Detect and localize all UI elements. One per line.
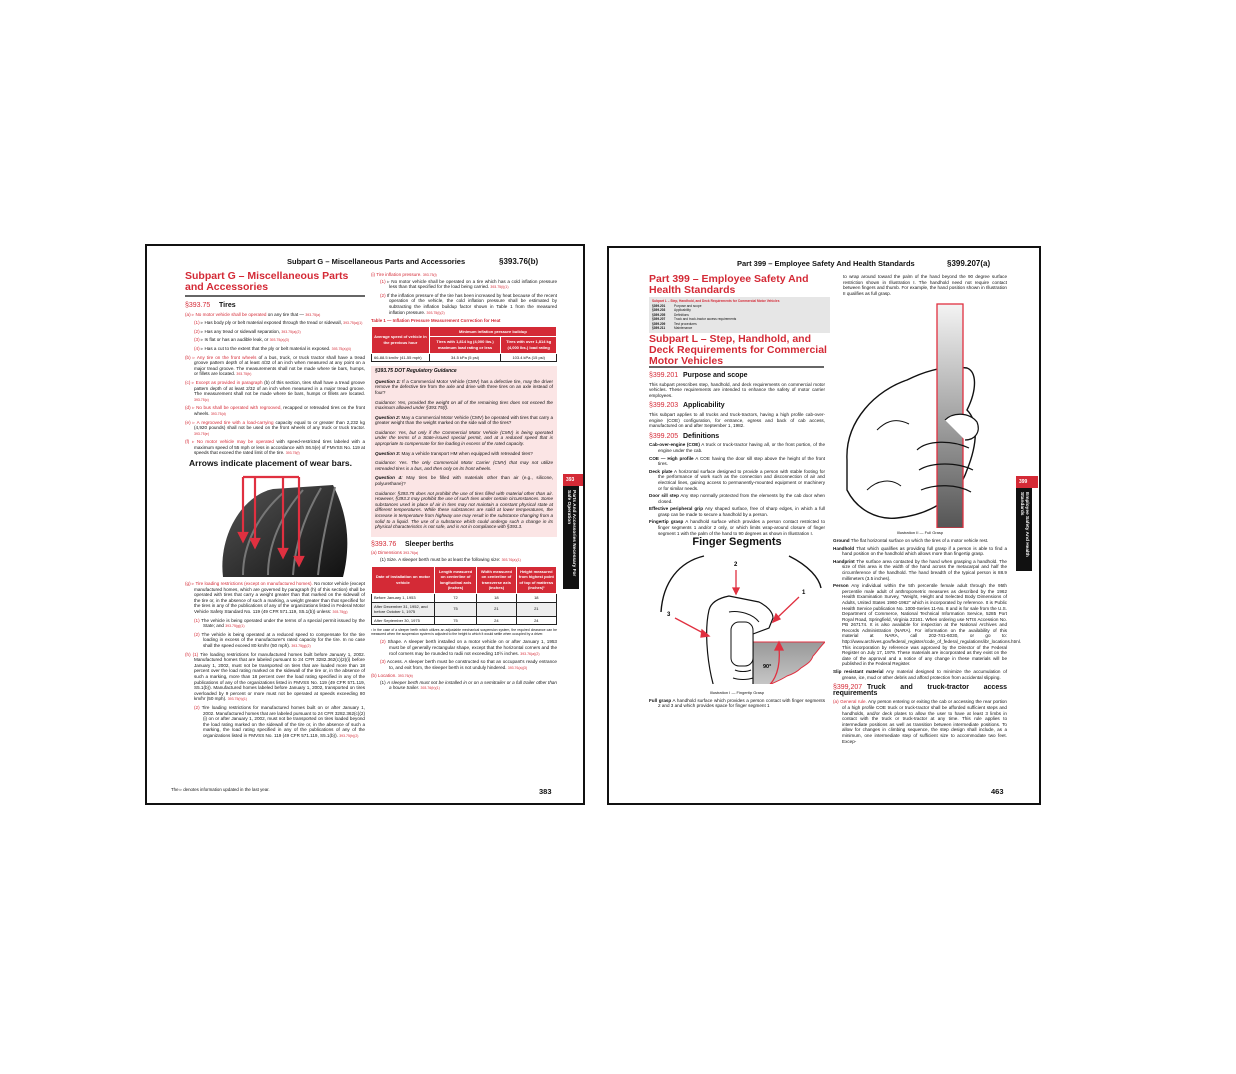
inflation-items: (1) ▹ No motor vehicle shall be operated… — [371, 279, 557, 317]
sleeper-footnote: ¹ In the case of a sleeper berth which u… — [371, 628, 557, 637]
subpart-toc: Subpart L – Step, Handhold, and Deck Req… — [649, 297, 830, 333]
page-number: 383 — [539, 787, 552, 796]
chapter-tab-399[interactable]: 399 Employee Safety And Health Standards — [1016, 476, 1038, 571]
paragraph: (d) ▹ No bus shall be operated with regr… — [185, 405, 366, 416]
title-rule — [185, 295, 365, 297]
right-column: (i) Tire inflation pressure. 393.75(i) (… — [371, 272, 558, 691]
paragraph: (2) Tire loading restrictions for manufa… — [194, 704, 365, 738]
definition: Effective peripheral grip Any shaped sur… — [649, 506, 826, 517]
definition: Person Any individual within the 5th per… — [833, 583, 1021, 667]
paragraph: (2) Shape. A sleeper berth installed on … — [380, 639, 557, 656]
page-title: Subpart G – Miscellaneous Parts and Acce… — [185, 270, 349, 293]
definition: Ground The flat horizontal surface on wh… — [833, 537, 989, 543]
running-head: Subpart G – Miscellaneous Parts and Acce… — [287, 257, 466, 266]
svg-text:3: 3 — [667, 612, 671, 618]
guidance-question: Question 2: May a Commercial Motor Vehic… — [375, 414, 553, 426]
paragraph: (1) ▹ No motor vehicle shall be operated… — [380, 278, 557, 290]
wear-bar-caption: Arrows indicate placement of wear bars. — [189, 458, 352, 469]
table-row: After December 31, 1952, and before Octo… — [371, 601, 558, 617]
illustration-2-caption: Illustration II — Full Grasp — [896, 530, 944, 536]
guidance-answer: Guidance: Yes. The only Commercial Motor… — [375, 460, 553, 471]
fingertip-grasp-illustration: 2 1 3 90° — [660, 555, 825, 685]
svg-text:1: 1 — [802, 590, 806, 596]
paragraph: (a) ▹ No motor vehicle shall be operated… — [185, 311, 321, 317]
definition: Handhold That which qualifies as providi… — [833, 545, 1007, 557]
left-page-383: Subpart G – Miscellaneous Parts and Acce… — [145, 244, 585, 805]
paragraph: (e) ▹ A regrooved tire with a load-carry… — [185, 419, 366, 436]
paragraph: (2) The vehicle is being operated at a r… — [194, 631, 365, 648]
chapter-tab-393[interactable]: 393 Parts And Accessories Necessary For … — [563, 474, 583, 589]
full-grasp-figure — [833, 298, 1007, 529]
running-section: §393.76(b) — [499, 257, 539, 266]
paragraph: (3) Access. A sleeper berth must be cons… — [380, 659, 557, 670]
definition: Deck plate A horizontal surface designed… — [649, 468, 825, 491]
guidance-answer: Guidance: §393.75 does not prohibit the … — [375, 490, 553, 530]
running-head: Part 399 – Employee Safety And Health St… — [737, 259, 915, 268]
subpart-title: Subpart L – Step, Handhold, and Deck Req… — [649, 333, 827, 367]
right-column: to wrap around toward the palm of the ha… — [833, 274, 1021, 744]
guidance-question: Question 4: May tires be filled with mat… — [375, 475, 553, 487]
svg-text:2: 2 — [734, 562, 738, 568]
paragraph: (2) If the inflation pressure of the tir… — [380, 292, 557, 315]
page-number: 463 — [991, 787, 1004, 796]
running-section: §399.207(a) — [947, 259, 991, 268]
finger-segments-figure: Finger Segments 2 1 3 90° — [649, 537, 825, 688]
guidance-question: Question 1: If a Commercial Motor Vehicl… — [375, 378, 553, 395]
tire-loading-paragraphs: (g) ▹ Tire loading restrictions (except … — [185, 581, 365, 739]
guidance-question: Question 3: May a vehicle transport HM w… — [375, 450, 533, 456]
definition: Slip resistant material Any material des… — [833, 669, 1007, 680]
full-grasp-illustration — [846, 303, 979, 529]
svg-text:90°: 90° — [763, 664, 771, 670]
definition: COE — High profile A COE having the door… — [649, 455, 826, 467]
part-title: Part 399 – Employee Safety And Health St… — [649, 273, 809, 296]
tires-paragraphs: (a) ▹ No motor vehicle shall be operated… — [185, 312, 365, 457]
guidance-answer: Guidance: Yes, provided the weight on al… — [375, 399, 553, 411]
inflation-table: Average speed of vehicle in the previous… — [371, 325, 558, 363]
paragraph: (c) ▹ Except as provided in paragraph (b… — [185, 379, 365, 402]
title-rule — [649, 366, 824, 368]
paragraph: (h) (1) Tire loading restrictions for ma… — [185, 651, 366, 702]
table-1-title: Table 1 — Inflation Pressure Measurement… — [371, 318, 501, 324]
update-footnote: The ▹ denotes information updated in the… — [171, 787, 270, 792]
paragraph: (f) ▹ No motor vehicle may be operated w… — [185, 439, 366, 456]
paragraph: (1) ▹ Has body ply or belt material expo… — [194, 320, 363, 326]
right-page-463: Part 399 – Employee Safety And Health St… — [607, 246, 1041, 805]
tire-wear-bars-image — [222, 475, 348, 578]
paragraph: (3) ▹ Is flat or has an audible leak, or… — [194, 337, 289, 343]
illustration-1-caption: Illustration I — Fingertip Grasp — [709, 690, 765, 696]
dot-regulatory-guidance-box: §393.75 DOT Regulatory Guidance Question… — [371, 366, 557, 537]
paragraph: (b) ▹ Any tire on the front wheels of a … — [185, 354, 365, 377]
paragraph: (4) ▹ Has a cut to the extent that the p… — [194, 345, 351, 351]
definition: Handprint The surface area contacted by … — [833, 558, 1007, 581]
guidance-answer: Guidance: Yes, but only if the Commercia… — [375, 429, 553, 447]
paragraph: (g) ▹ Tire loading restrictions (except … — [185, 581, 365, 615]
definition: Door sill step Any step normally protect… — [649, 493, 825, 504]
definition: Fingertip grasp A handhold surface which… — [649, 519, 826, 536]
table-row: 66-88.5 km/hr (41-55 mph)34.5 kPa (5 psi… — [371, 352, 557, 363]
tire-figure: Arrows indicate placement of wear bars. — [185, 458, 365, 581]
paragraph: (2) ▹ Has any tread or sidewall separati… — [194, 328, 301, 334]
paragraph: (1) The vehicle is being operated under … — [194, 617, 365, 629]
definition: Cab-over-engine (COE) A truck or truck-t… — [649, 442, 825, 453]
sleeper-berth-table: Date of installation on motor vehicle Le… — [371, 565, 558, 626]
